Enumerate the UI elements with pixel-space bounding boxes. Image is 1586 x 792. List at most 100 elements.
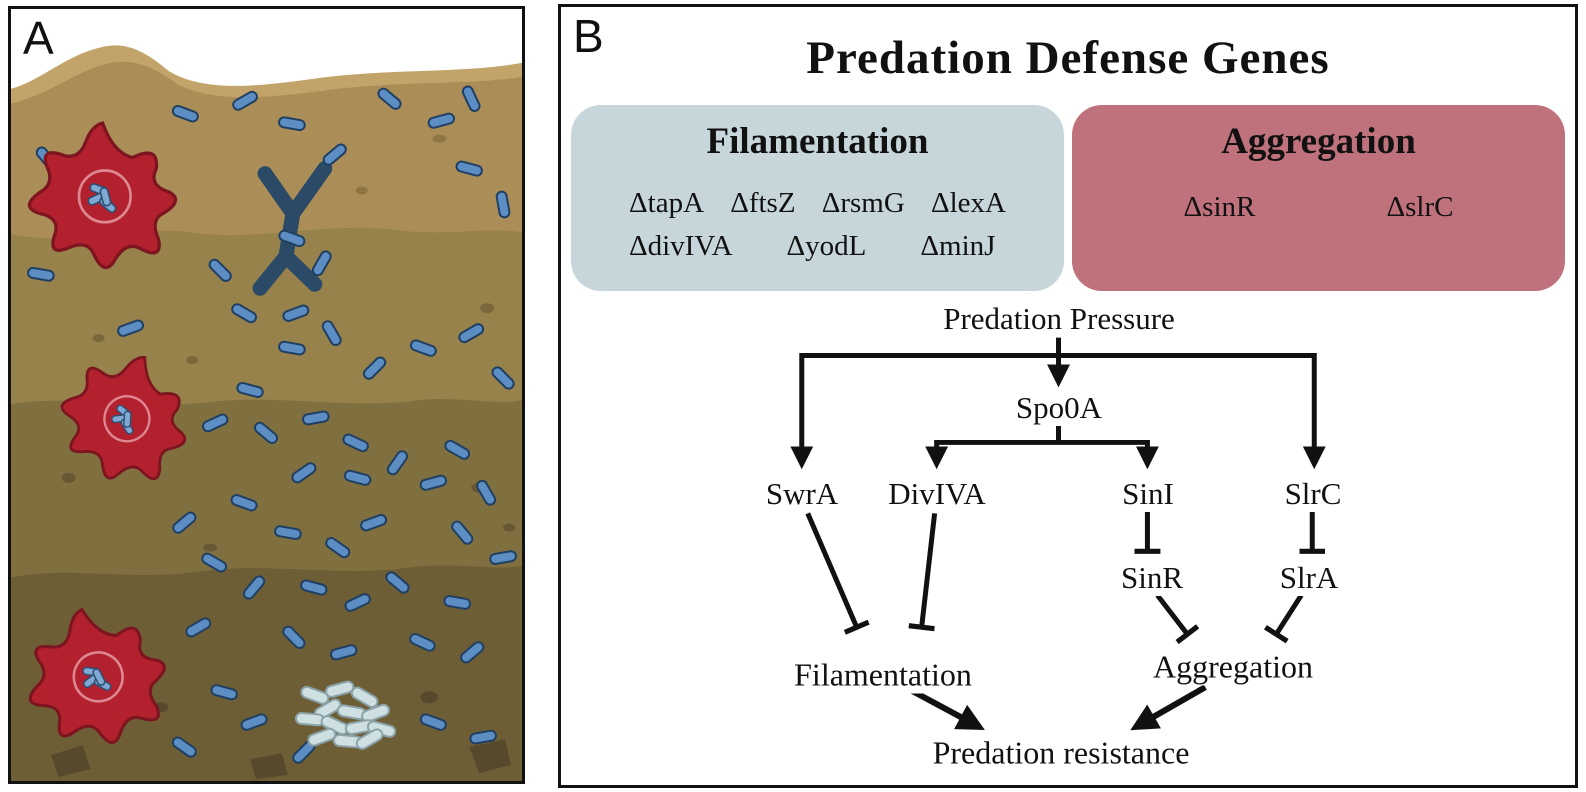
bacterium-rod [427, 112, 455, 129]
node-slra: SlrA [1275, 560, 1343, 596]
bacterium-rod [27, 266, 55, 282]
gene-boxes: Filamentation ΔtapA ΔftsZ ΔrsmG ΔlexA Δd… [571, 105, 1565, 291]
bacterium-rod [171, 736, 197, 758]
bacterium-rod [278, 229, 306, 248]
dormant-bacterium-rod [307, 727, 337, 747]
bacterium-rod [322, 143, 347, 166]
bacterium-rod [282, 625, 306, 649]
node-predation-resistance: Predation resistance [928, 734, 1194, 772]
dormant-bacterium-rod [300, 685, 330, 705]
bacterium-rod [419, 474, 448, 491]
bacterium-rod [172, 511, 197, 534]
bacterium-rod [325, 537, 351, 559]
bacterium-rod [419, 713, 447, 731]
bacterium-rod [461, 85, 481, 112]
panel-b-title: Predation Defense Genes [806, 32, 1330, 84]
bacterium-rod [344, 593, 371, 612]
bacterium-rod [342, 433, 369, 453]
bacterium-rod [282, 304, 310, 322]
bacterium-rod [311, 250, 332, 277]
gene-delta-divIVA: ΔdivIVA [629, 230, 733, 262]
bacterium-rod [171, 105, 199, 123]
bacterium-rod [330, 644, 358, 661]
gene-delta-minJ: ΔminJ [920, 230, 996, 262]
bacterium-rod [460, 641, 485, 664]
bacterium-rod [489, 550, 517, 565]
aggregation-box: Aggregation ΔsinR ΔslrC [1072, 105, 1565, 291]
bacterium-rod [343, 469, 372, 486]
gene-delta-tapA: ΔtapA [629, 187, 705, 219]
node-slrc: SlrC [1280, 476, 1346, 512]
filamentation-to-resistance-arrow [909, 687, 985, 730]
dormant-bacterium-rod [361, 703, 391, 723]
bacterium-rod [321, 320, 342, 347]
dormant-bacterium-rod [294, 711, 325, 727]
bacterium-rod [242, 575, 266, 600]
bacterium-rod [301, 410, 330, 426]
sinr-inhibits-aggregation [1155, 593, 1200, 645]
bacterium-rod [236, 381, 264, 399]
bacterium-rod [210, 684, 238, 701]
bacterium-rod [278, 116, 306, 132]
bacterium-rod [386, 450, 409, 476]
gene-delta-lexA: ΔlexA [930, 187, 1006, 219]
bacterium-rod [117, 319, 144, 337]
soil-illustration [11, 9, 522, 781]
gene-delta-rsmG: ΔrsmG [821, 187, 905, 219]
filamentation-box: Filamentation ΔtapA ΔftsZ ΔrsmG ΔlexA Δd… [571, 105, 1064, 291]
filamentation-genes-row-1: ΔtapA ΔftsZ ΔrsmG ΔlexA [571, 187, 1064, 220]
filamentation-box-title: Filamentation [706, 121, 929, 162]
bacterium-rod [476, 479, 497, 506]
panel-b-label: B [573, 10, 604, 62]
bacterium-rod [300, 579, 328, 596]
pathway-connectors [790, 337, 1326, 731]
bacterium-rod [444, 439, 471, 460]
bacterium-rod [469, 729, 497, 745]
gene-delta-sinR: ΔsinR [1183, 191, 1256, 223]
pathway-diagram: Predation Pressure Spo0A SwrA DivIVA Sin… [561, 7, 1575, 785]
node-sinr: SinR [1116, 560, 1188, 596]
panel-a: A [8, 6, 525, 784]
node-swra: SwrA [761, 476, 843, 512]
dormant-bacterium-rod [325, 680, 355, 698]
diviva-inhibits-filamentation [908, 513, 938, 632]
spo0a-branch-bracket [925, 439, 1159, 470]
bacterium-rod [232, 90, 258, 111]
aggregation-box-title: Aggregation [1221, 121, 1416, 162]
bacterium-rod [409, 339, 437, 357]
node-diviva: DivIVA [884, 476, 990, 512]
bacterium-rod [451, 520, 474, 545]
bacterium-rod [253, 421, 279, 445]
gene-delta-yodL: ΔyodL [786, 230, 867, 262]
bacterium-rod [409, 633, 436, 652]
gene-delta-ftsZ: ΔftsZ [730, 187, 796, 219]
dormant-aggregate-cluster [294, 680, 397, 750]
panel-b: B Predation Defense Genes Filamentation … [558, 4, 1578, 788]
dormant-bacterium-rod [350, 686, 379, 708]
node-aggregation: Aggregation [1149, 648, 1317, 686]
gene-delta-slrC: ΔslrC [1386, 191, 1454, 223]
bacterium-rod [495, 190, 511, 219]
bacterium-rod [360, 513, 388, 532]
bacterium-rod [201, 552, 228, 573]
bacterium-rod [443, 595, 472, 610]
bacterium-rod [240, 713, 268, 731]
bacterium-rod [185, 617, 212, 638]
bacterium-rod [274, 525, 302, 541]
node-sini: SinI [1118, 476, 1178, 512]
slra-inhibits-aggregation [1263, 593, 1304, 644]
aggregation-genes-row: ΔsinR ΔslrC [1072, 191, 1565, 224]
bacterium-rod [458, 323, 485, 344]
dormant-bacterium-rod [355, 728, 384, 750]
bacterium-rod [231, 303, 257, 324]
bacterium-rod [291, 462, 317, 484]
bacterium-rod [278, 340, 306, 356]
bacterium-rod [362, 356, 387, 380]
aggregation-to-resistance-arrow [1130, 684, 1207, 731]
panel-a-label: A [23, 12, 54, 64]
bacterium-rod [491, 366, 515, 390]
bacterium-rod [377, 87, 402, 110]
swra-inhibits-filamentation [805, 512, 870, 635]
node-predation-pressure: Predation Pressure [939, 301, 1179, 337]
bacterium-rod [202, 413, 229, 433]
